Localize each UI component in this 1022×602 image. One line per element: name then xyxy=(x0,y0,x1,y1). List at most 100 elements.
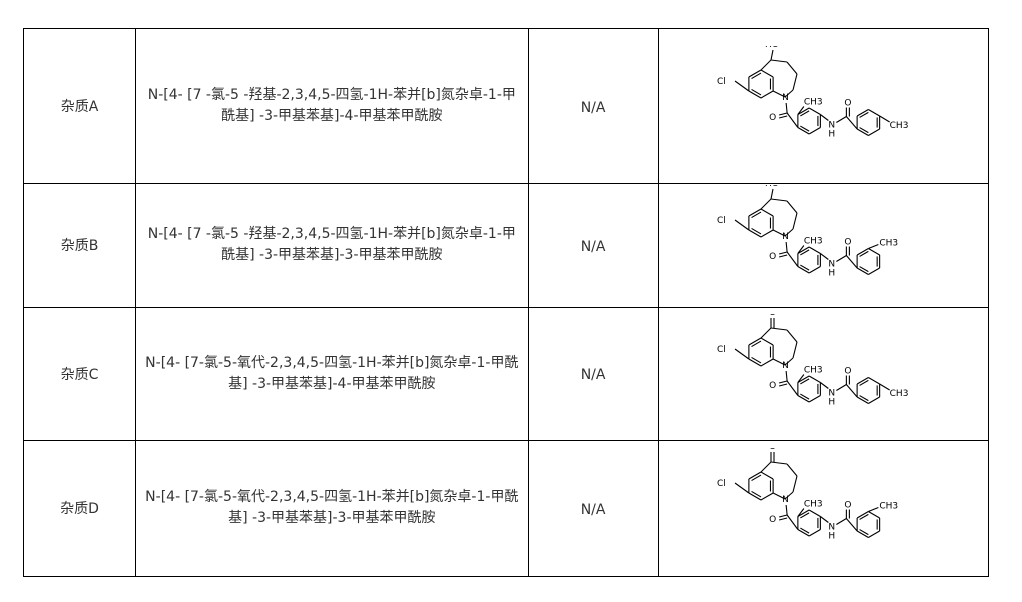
bond-line xyxy=(786,201,798,214)
bond-line xyxy=(846,116,858,130)
bond-line xyxy=(868,244,879,250)
bond-line xyxy=(857,396,869,404)
bond-line xyxy=(773,229,786,237)
bond-line xyxy=(761,471,774,480)
bond-line xyxy=(797,266,810,274)
ring-nitrogen-label: N xyxy=(782,495,789,505)
cas-value: N/A xyxy=(580,99,606,116)
bond-line xyxy=(809,529,821,537)
bond-line xyxy=(779,115,788,119)
bond-line xyxy=(785,103,788,114)
bond-line xyxy=(761,337,774,346)
chlorine-atom-label: Cl xyxy=(717,479,726,489)
bond-line xyxy=(786,61,798,75)
bond-line xyxy=(809,107,821,116)
bond-line xyxy=(800,264,810,272)
bond-line xyxy=(859,112,869,119)
bond-line xyxy=(859,394,869,401)
bond-line xyxy=(868,267,881,276)
bond-line xyxy=(779,254,788,258)
tail-methyl-label: CH3 xyxy=(880,502,899,512)
amide-oxygen-label: O xyxy=(845,238,852,248)
bond-line xyxy=(846,383,858,397)
bond-line xyxy=(859,514,869,521)
carbonyl-oxygen-label: O xyxy=(769,515,776,525)
amide-nitrogen-label: N xyxy=(829,388,836,398)
bond-line xyxy=(820,114,830,122)
chemical-structure: ClONOCH3NHOCH3 xyxy=(717,448,899,542)
ring-nitrogen-label: N xyxy=(782,93,789,103)
chlorine-atom-label: Cl xyxy=(717,77,726,87)
chemical-name-cell: N-[4- [7-氯-5-氧代-2,3,4,5-四氢-1H-苯并[b]氮杂卓-1… xyxy=(135,306,529,441)
chemical-name: N-[4- [7 -氯-5 -羟基-2,3,4,5-四氢-1H-苯并[b]氮杂卓… xyxy=(147,87,516,125)
bond-line xyxy=(760,59,772,71)
bond-line xyxy=(751,211,762,219)
methyl-label: CH3 xyxy=(804,365,823,375)
methyl-label: CH3 xyxy=(804,98,823,108)
bond-line xyxy=(734,80,750,92)
bond-line xyxy=(751,356,762,364)
bond-line xyxy=(792,74,798,91)
hydroxyl-label: HO xyxy=(765,46,779,50)
bond-line xyxy=(857,248,869,256)
impurity-label-cell: 杂质B xyxy=(22,183,137,308)
bond-line xyxy=(785,89,794,98)
bond-line xyxy=(797,509,810,518)
bond-line xyxy=(751,228,762,235)
bond-line xyxy=(771,327,788,331)
bond-line xyxy=(836,518,847,526)
structure-cell: ClONOCH3NHOCH3 xyxy=(657,306,990,441)
cas-cell: N/A xyxy=(527,183,659,308)
methyl-label: CH3 xyxy=(804,500,823,510)
bond-line xyxy=(785,357,794,366)
chemical-structure: ClONOCH3NHOCH3 xyxy=(717,314,909,408)
hydroxyl-label: HO xyxy=(765,185,779,189)
bond-line xyxy=(751,340,762,347)
bond-line xyxy=(857,530,869,539)
amide-oxygen-label: O xyxy=(845,99,852,109)
bond-line xyxy=(779,517,788,521)
carbonyl-oxygen-label: O xyxy=(769,381,776,391)
amide-nitrogen-label: N xyxy=(829,523,836,533)
bond-line xyxy=(748,337,762,346)
amide-hydrogen-label: H xyxy=(829,269,836,279)
methyl-label: CH3 xyxy=(804,237,823,247)
bond-line xyxy=(779,380,788,384)
bond-line xyxy=(857,376,869,385)
bond-line xyxy=(751,491,762,498)
amide-hydrogen-label: H xyxy=(829,397,836,407)
bond-line xyxy=(800,527,810,534)
bond-line xyxy=(792,213,798,230)
bond-line xyxy=(785,505,788,516)
ring-nitrogen-label: N xyxy=(782,232,789,242)
bond-line xyxy=(868,507,879,513)
bond-line xyxy=(846,255,858,269)
tail-methyl-label: CH3 xyxy=(890,389,909,399)
chemical-name-cell: N-[4- [7-氯-5-氧代-2,3,4,5-四氢-1H-苯并[b]氮杂卓-1… xyxy=(135,439,529,578)
bond-line xyxy=(785,491,794,500)
bond-line xyxy=(868,128,881,137)
chemical-structure: ClHONOCH3NHOCH3 xyxy=(717,46,908,140)
bond-line xyxy=(734,482,750,494)
bond-line xyxy=(773,492,786,500)
bond-line xyxy=(773,358,786,366)
bond-line xyxy=(751,89,762,96)
bond-line xyxy=(761,492,774,501)
bond-line xyxy=(809,375,821,383)
bond-line xyxy=(797,373,805,383)
cas-value: N/A xyxy=(580,238,606,255)
bond-line xyxy=(792,476,798,493)
bond-line xyxy=(734,219,750,231)
bond-line xyxy=(868,511,881,519)
bond-line xyxy=(786,112,799,128)
bond-line xyxy=(879,383,891,391)
bond-line xyxy=(771,59,788,63)
bond-line xyxy=(760,199,772,210)
amide-nitrogen-label: N xyxy=(829,121,836,131)
table-row: 杂质D N-[4- [7-氯-5-氧代-2,3,4,5-四氢-1H-苯并[b]氮… xyxy=(22,439,990,578)
ring-nitrogen-label: N xyxy=(782,361,789,371)
bond-line xyxy=(786,380,799,396)
bond-line xyxy=(800,249,810,256)
chemical-name-cell: N-[4- [7 -氯-5 -羟基-2,3,4,5-四氢-1H-苯并[b]氮杂卓… xyxy=(135,183,529,308)
bond-line xyxy=(809,266,821,274)
